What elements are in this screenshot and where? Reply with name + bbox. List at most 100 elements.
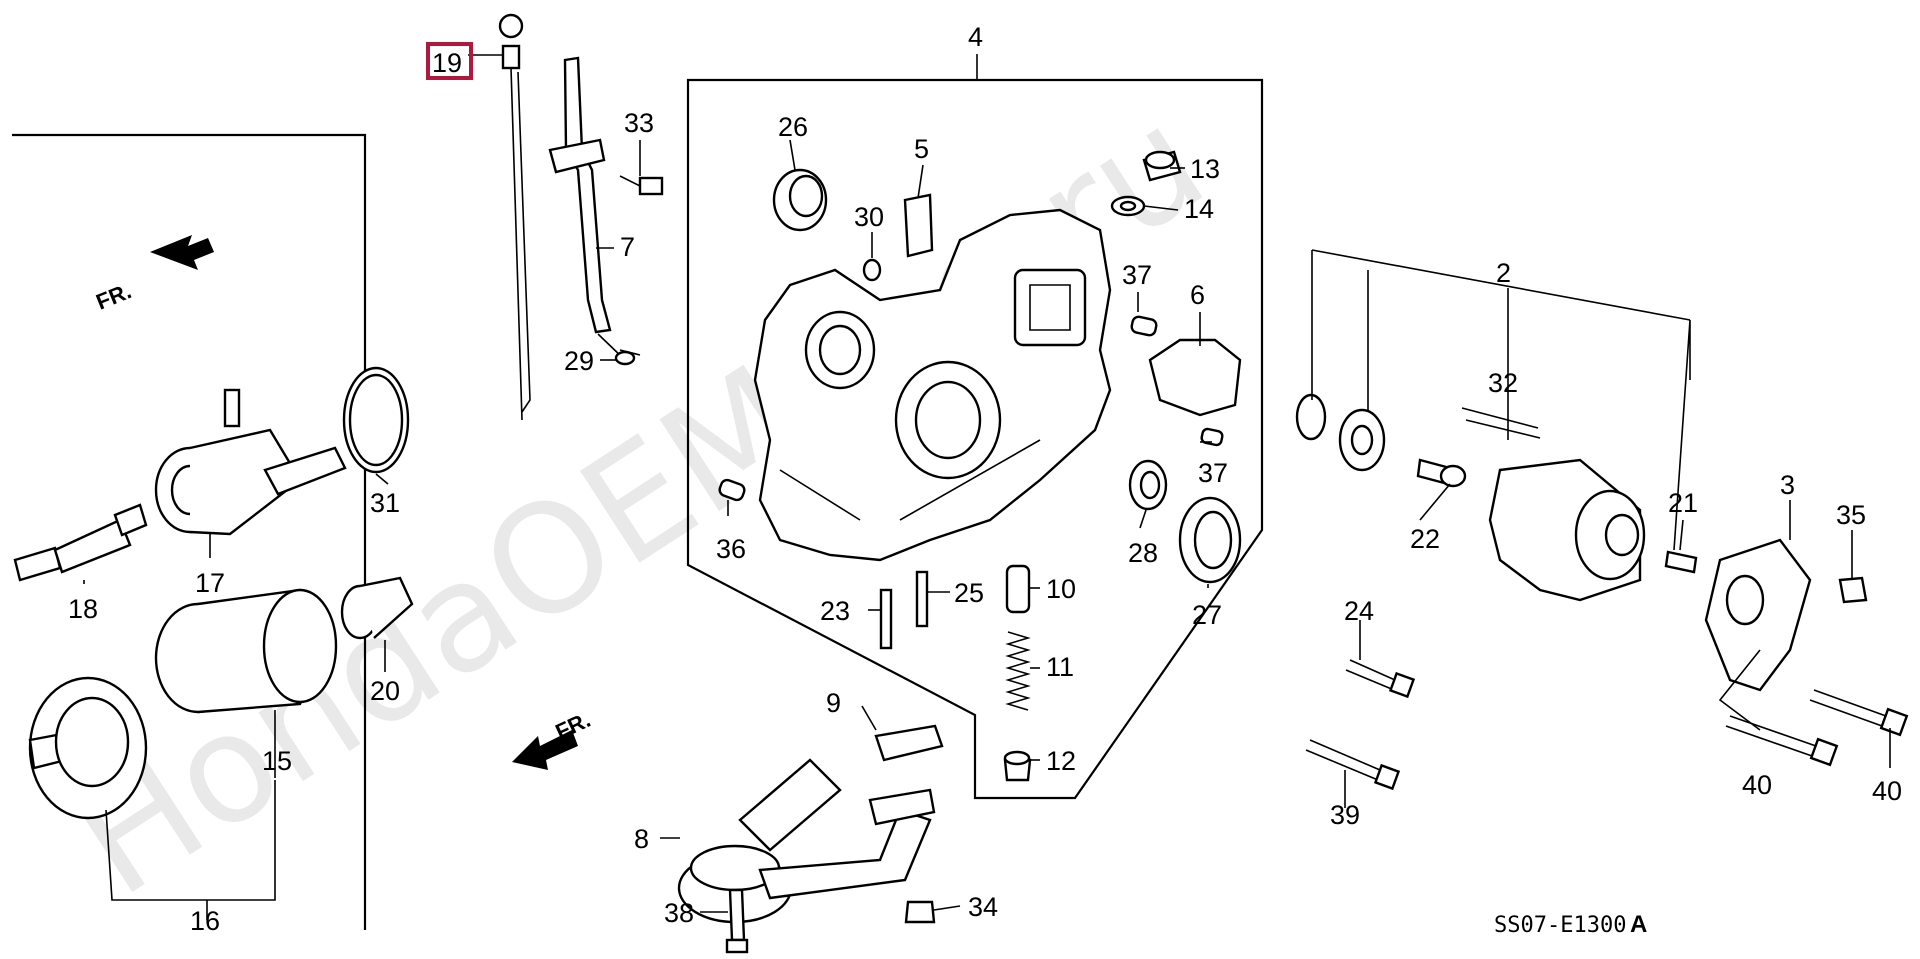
water-pump — [1488, 458, 1646, 602]
callout-40-right: 40 — [1872, 776, 1902, 806]
front-arrow-upper: FR. — [93, 235, 214, 315]
gasket-9 — [874, 724, 944, 762]
callout-29: 29 — [564, 346, 594, 376]
gasket-6 — [1148, 338, 1242, 417]
front-arrow-lower: FR. — [512, 707, 594, 770]
callout-16: 16 — [190, 906, 220, 936]
stud-32 — [1461, 407, 1541, 439]
gasket-5 — [903, 193, 934, 258]
callout-9: 9 — [826, 688, 841, 718]
callout-6: 6 — [1190, 280, 1205, 310]
callout-2: 2 — [1496, 258, 1511, 288]
filter-cap-16 — [28, 676, 148, 820]
callout-12: 12 — [1046, 746, 1076, 776]
dipstick-tube — [548, 56, 612, 334]
callout-22: 22 — [1410, 524, 1440, 554]
callout-17: 17 — [195, 568, 225, 598]
callout-37-upper: 37 — [1122, 260, 1152, 290]
tube-bracket — [548, 138, 606, 174]
stud-23 — [879, 588, 893, 650]
filter-panel-frame — [12, 133, 367, 930]
strainer-bracket — [738, 758, 842, 852]
callout-21: 21 — [1668, 488, 1698, 518]
callout-20: 20 — [370, 676, 400, 706]
bolt-40-right — [1809, 689, 1887, 727]
filter-bolt-20 — [340, 576, 414, 640]
strainer-pipe — [758, 808, 932, 900]
callout-38: 38 — [664, 898, 694, 928]
callout-4: 4 — [968, 22, 983, 52]
callout-31: 31 — [370, 488, 400, 518]
dowel-pin-37-upper — [1130, 315, 1158, 337]
fr-arrow-icon — [512, 730, 578, 770]
pump-gear — [1338, 408, 1386, 472]
dipstick — [498, 13, 531, 421]
bolt-39 — [1305, 739, 1381, 781]
relief-valve-10 — [1005, 564, 1031, 614]
dipstick-cap — [501, 44, 521, 70]
callout-30: 30 — [854, 202, 884, 232]
fr-arrow-icon — [150, 235, 214, 270]
o-ring-30 — [862, 258, 882, 282]
callout-27: 27 — [1192, 600, 1222, 630]
callout-28: 28 — [1128, 538, 1158, 568]
oil-seal-26 — [772, 168, 828, 232]
callout-37-lower: 37 — [1198, 458, 1228, 488]
nut-35 — [1838, 576, 1868, 604]
oil-cooler-17 — [154, 388, 347, 536]
cooler-nipple — [223, 388, 241, 428]
fr-label: FR. — [93, 278, 135, 314]
snap-ring — [1295, 393, 1327, 441]
bolt-24 — [1345, 659, 1396, 691]
callouts: 19 4 33 26 5 13 14 30 7 37 6 2 29 32 37 … — [68, 22, 1902, 936]
callout-25: 25 — [954, 578, 984, 608]
bolt-40-left — [1725, 715, 1817, 757]
o-ring-29 — [614, 350, 636, 366]
diagram-code-suffix: A — [1630, 911, 1647, 938]
callout-18: 18 — [68, 594, 98, 624]
oil-pump-housing — [753, 208, 1112, 562]
dowel-pin-36 — [718, 478, 746, 502]
callout-7: 7 — [620, 232, 635, 262]
callout-34: 34 — [968, 892, 998, 922]
strainer-flange — [868, 788, 936, 826]
leader-lines — [83, 54, 1891, 920]
callout-23: 23 — [820, 596, 850, 626]
callout-36: 36 — [716, 534, 746, 564]
oil-filter-15 — [154, 588, 338, 714]
callout-8: 8 — [634, 824, 649, 854]
callout-24: 24 — [1344, 596, 1374, 626]
callout-15: 15 — [262, 746, 292, 776]
pressure-relief-window — [1013, 268, 1087, 347]
diagram-code: SS07-E1300 — [1494, 913, 1626, 938]
spring-11 — [1005, 631, 1031, 711]
callout-19: 19 — [432, 48, 462, 78]
dipstick-handle — [498, 13, 524, 39]
plug-13 — [1142, 150, 1182, 182]
callout-5: 5 — [914, 134, 929, 164]
callout-35: 35 — [1836, 500, 1866, 530]
dowel-pin-37-lower — [1200, 427, 1224, 447]
bolt-33 — [619, 175, 664, 196]
cooler-pipe — [263, 446, 347, 496]
cover-3 — [1704, 538, 1812, 692]
nut-34 — [904, 900, 936, 924]
callout-32: 32 — [1488, 368, 1518, 398]
oil-pump-group-bracket — [686, 78, 1264, 800]
callout-13: 13 — [1190, 154, 1220, 184]
callout-3: 3 — [1780, 470, 1795, 500]
callout-33: 33 — [624, 108, 654, 138]
callout-39: 39 — [1330, 800, 1360, 830]
oil-strainer — [677, 758, 936, 924]
callout-26: 26 — [778, 112, 808, 142]
callout-14: 14 — [1184, 194, 1214, 224]
bolt-38 — [728, 888, 746, 942]
nut-21 — [1664, 550, 1698, 574]
fitting-18 — [13, 503, 148, 582]
callout-10: 10 — [1046, 574, 1076, 604]
highlight-box-19 — [426, 42, 473, 80]
dipstick-rod — [510, 67, 523, 421]
callout-40-left: 40 — [1742, 770, 1772, 800]
